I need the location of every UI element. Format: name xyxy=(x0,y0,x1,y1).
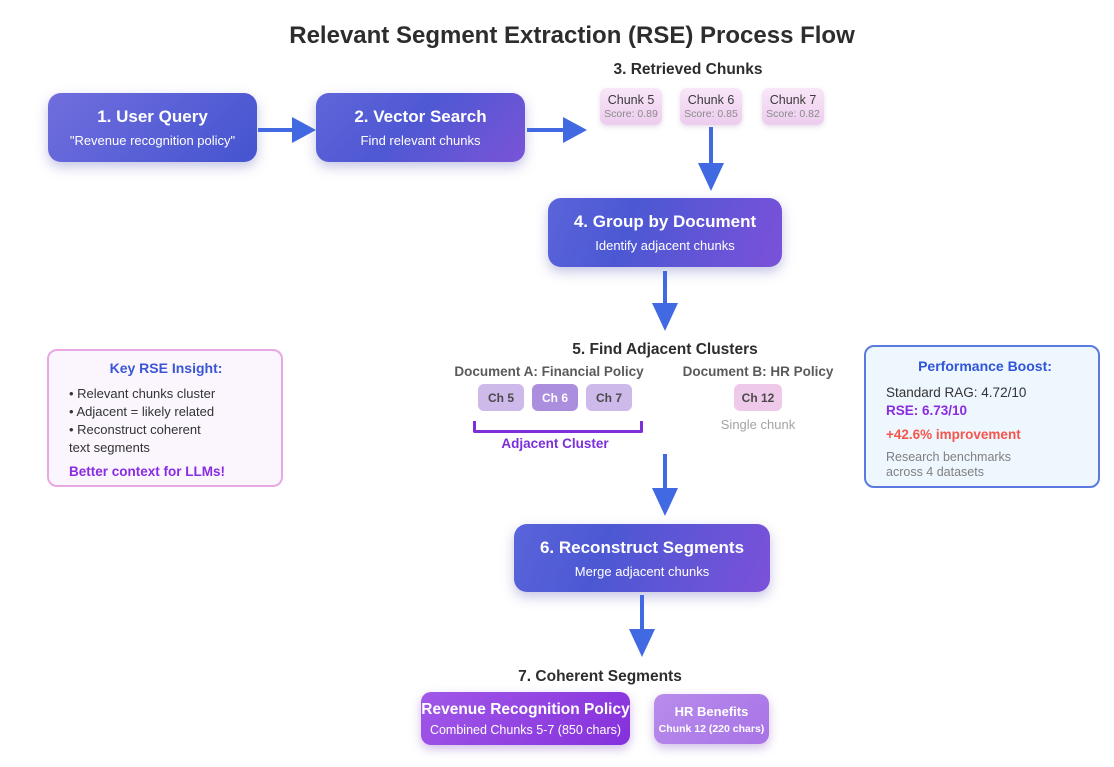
chunk-score: Score: 0.85 xyxy=(684,108,738,120)
step2-title: 2. Vector Search xyxy=(354,107,487,126)
insight-bullet: • Reconstruct coherent xyxy=(69,422,201,437)
benchmark-note-line2: across 4 datasets xyxy=(886,465,984,479)
step2-subtitle: Find relevant chunks xyxy=(360,133,481,148)
retrieved-chunk-6: Chunk 6 Score: 0.85 xyxy=(680,88,742,125)
retrieved-chunk-5: Chunk 5 Score: 0.89 xyxy=(600,88,662,125)
arrow-line xyxy=(527,128,563,132)
segment-revenue-recognition-policy: Revenue Recognition Policy Combined Chun… xyxy=(421,692,630,745)
arrow-down-head xyxy=(629,629,655,657)
step5-heading: 5. Find Adjacent Clusters xyxy=(572,341,758,358)
step1-subtitle: "Revenue recognition policy" xyxy=(69,133,236,148)
arrow-line xyxy=(663,454,667,488)
arrow-line xyxy=(640,595,644,629)
segment-title: Revenue Recognition Policy xyxy=(421,700,630,718)
arrow-group-to-clusters xyxy=(652,271,678,331)
insight-title: Key RSE Insight: xyxy=(109,360,223,376)
step2-vector-search-box: 2. Vector Search Find relevant chunks xyxy=(316,93,525,162)
step6-subtitle: Merge adjacent chunks xyxy=(574,563,710,579)
arrow-chunks-to-group xyxy=(698,127,724,191)
step7-heading: 7. Coherent Segments xyxy=(518,668,682,685)
arrow-clusters-to-reconstruct xyxy=(652,454,678,516)
arrow-down-head xyxy=(698,163,724,191)
document-a-heading: Document A: Financial Policy xyxy=(454,364,644,379)
arrow-reconstruct-to-segments xyxy=(629,595,655,657)
arrow-line xyxy=(663,271,667,303)
segment-subtitle: Combined Chunks 5-7 (850 chars) xyxy=(429,722,622,737)
segment-title: HR Benefits xyxy=(674,703,749,719)
adjacent-cluster-label: Adjacent Cluster xyxy=(501,436,609,451)
chunk-score: Score: 0.82 xyxy=(766,108,820,120)
segment-subtitle: Chunk 12 (220 chars) xyxy=(658,722,765,735)
document-b-heading: Document B: HR Policy xyxy=(682,364,834,379)
performance-boost-box: Performance Boost: Standard RAG: 4.72/10… xyxy=(864,345,1100,488)
step4-group-by-document-box: 4. Group by Document Identify adjacent c… xyxy=(548,198,782,267)
insight-bullet: • Adjacent = likely related xyxy=(69,404,215,419)
insight-bullet: text segments xyxy=(69,440,150,455)
diagram-title: Relevant Segment Extraction (RSE) Proces… xyxy=(289,22,855,49)
step3-heading: 3. Retrieved Chunks xyxy=(613,61,763,78)
chunk-name: Chunk 6 xyxy=(687,93,735,107)
standard-rag-score: Standard RAG: 4.72/10 xyxy=(886,385,1027,400)
step4-subtitle: Identify adjacent chunks xyxy=(595,238,735,253)
rse-score: RSE: 6.73/10 xyxy=(886,403,968,418)
step4-title: 4. Group by Document xyxy=(573,212,757,231)
arrow-down-head xyxy=(652,303,678,331)
step6-reconstruct-segments-box: 6. Reconstruct Segments Merge adjacent c… xyxy=(514,524,770,592)
key-rse-insight-box: Key RSE Insight: • Relevant chunks clust… xyxy=(47,349,283,487)
chunk-score: Score: 0.89 xyxy=(604,108,658,120)
doc-a-chip-ch5: Ch 5 xyxy=(478,384,524,411)
chunk-name: Chunk 7 xyxy=(769,93,817,107)
single-chunk-note: Single chunk xyxy=(720,417,796,432)
adjacent-cluster-bracket xyxy=(473,421,643,433)
benchmark-note-line1: Research benchmarks xyxy=(886,450,1012,464)
improvement-value: +42.6% improvement xyxy=(886,427,1021,442)
insight-highlight: Better context for LLMs! xyxy=(69,464,226,479)
step6-title: 6. Reconstruct Segments xyxy=(539,537,745,557)
step1-user-query-box: 1. User Query "Revenue recognition polic… xyxy=(48,93,257,162)
doc-a-chip-ch6: Ch 6 xyxy=(532,384,578,411)
arrow-down-head xyxy=(652,488,678,516)
doc-a-chip-ch7: Ch 7 xyxy=(586,384,632,411)
chunk-name: Chunk 5 xyxy=(607,93,655,107)
step1-title: 1. User Query xyxy=(97,107,208,126)
arrow-right-head xyxy=(292,117,316,143)
arrow-line xyxy=(709,127,713,163)
arrow-right-head xyxy=(563,117,587,143)
doc-b-chip-ch12: Ch 12 xyxy=(734,384,782,411)
arrow-line xyxy=(258,128,292,132)
insight-bullet: • Relevant chunks cluster xyxy=(69,386,216,401)
arrow-search-to-chunks xyxy=(527,117,587,143)
retrieved-chunk-7: Chunk 7 Score: 0.82 xyxy=(762,88,824,125)
performance-title: Performance Boost: xyxy=(918,358,1052,374)
arrow-query-to-search xyxy=(258,117,316,143)
segment-hr-benefits: HR Benefits Chunk 12 (220 chars) xyxy=(654,694,769,744)
